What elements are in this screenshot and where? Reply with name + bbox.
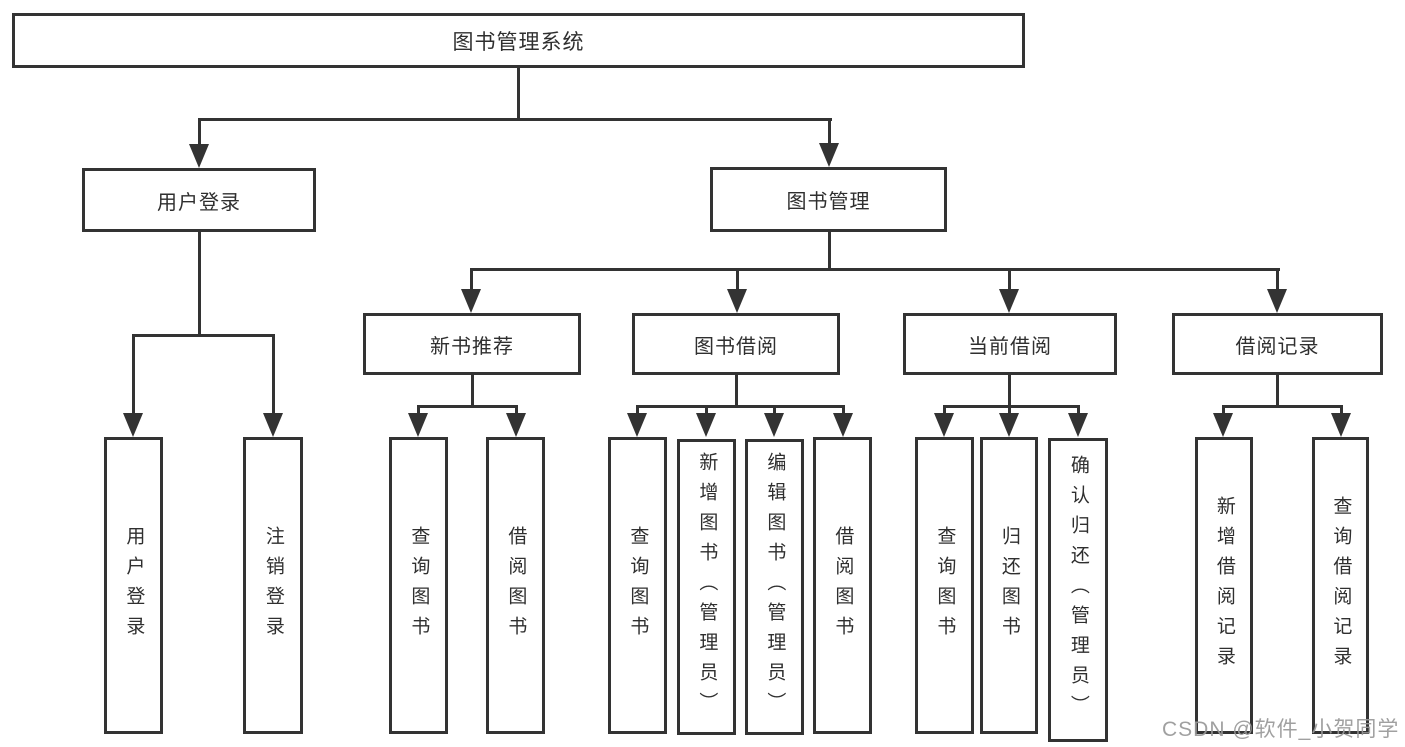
arrowhead-down-icon: [506, 413, 526, 437]
leaf-return-books-label: 归还图书: [998, 525, 1020, 646]
connector-line: [842, 407, 845, 415]
arrowhead-down-icon: [627, 413, 647, 437]
connector-line: [132, 336, 135, 416]
connector-line: [198, 118, 201, 146]
connector-line: [1222, 407, 1225, 415]
arrowhead-down-icon: [1267, 289, 1287, 313]
connector-line: [471, 375, 474, 408]
leaf-query-books-recommend-label: 查询图书: [408, 525, 430, 646]
connector-line: [705, 407, 708, 415]
arrowhead-down-icon: [189, 144, 209, 168]
connector-line: [943, 405, 1080, 408]
node-library-system: 图书管理系统: [12, 13, 1025, 68]
connector-line: [517, 68, 520, 119]
leaf-borrow-books-recommend: 借阅图书: [486, 437, 545, 734]
leaf-logout: 注销登录: [243, 437, 303, 734]
connector-line: [1276, 270, 1279, 292]
arrowhead-down-icon: [999, 289, 1019, 313]
leaf-add-books-admin-label: 新增图书（管理员）: [696, 452, 718, 722]
connector-line: [132, 334, 275, 337]
leaf-add-borrow-record-label: 新增借阅记录: [1213, 495, 1235, 676]
arrowhead-down-icon: [461, 289, 481, 313]
connector-line: [1008, 375, 1011, 408]
leaf-user-login-label: 用户登录: [123, 525, 145, 646]
node-borrowing-records-label: 借阅记录: [1235, 335, 1320, 358]
connector-line: [198, 118, 832, 121]
leaf-query-books-borrowing: 查询图书: [608, 437, 667, 734]
leaf-add-books-admin: 新增图书（管理员）: [677, 439, 736, 735]
leaf-logout-label: 注销登录: [262, 525, 284, 646]
arrowhead-down-icon: [123, 413, 143, 437]
connector-line: [828, 232, 831, 271]
arrowhead-down-icon: [696, 413, 716, 437]
arrowhead-down-icon: [764, 413, 784, 437]
node-book-management: 图书管理: [710, 167, 947, 232]
leaf-return-books: 归还图书: [980, 437, 1038, 734]
leaf-query-books-current-label: 查询图书: [934, 525, 956, 646]
node-borrowing-records: 借阅记录: [1172, 313, 1383, 375]
connector-line: [198, 232, 201, 337]
connector-line: [470, 270, 473, 292]
connector-line: [1008, 407, 1011, 415]
connector-line: [417, 405, 518, 408]
node-user-login: 用户登录: [82, 168, 316, 232]
connector-line: [1276, 375, 1279, 408]
leaf-query-books-recommend: 查询图书: [389, 437, 448, 734]
leaf-borrow-books: 借阅图书: [813, 437, 872, 734]
leaf-add-borrow-record: 新增借阅记录: [1195, 437, 1253, 734]
connector-line: [515, 407, 518, 415]
connector-line: [1077, 407, 1080, 415]
leaf-query-borrow-record: 查询借阅记录: [1312, 437, 1369, 734]
connector-line: [1340, 407, 1343, 415]
csdn-watermark: CSDN @软件_小贺同学: [1162, 718, 1400, 741]
arrowhead-down-icon: [408, 413, 428, 437]
node-user-login-label: 用户登录: [157, 191, 241, 214]
leaf-confirm-return-admin: 确认归还（管理员）: [1048, 438, 1108, 742]
node-current-borrowing: 当前借阅: [903, 313, 1117, 375]
leaf-confirm-return-admin-label: 确认归还（管理员）: [1067, 455, 1089, 725]
connector-line: [272, 336, 275, 416]
arrowhead-down-icon: [819, 143, 839, 167]
arrowhead-down-icon: [999, 413, 1019, 437]
arrowhead-down-icon: [1213, 413, 1233, 437]
connector-line: [470, 268, 1280, 271]
connector-line: [735, 375, 738, 408]
leaf-query-books-current: 查询图书: [915, 437, 974, 734]
connector-line: [1222, 405, 1343, 408]
arrowhead-down-icon: [1068, 413, 1088, 437]
node-book-borrowing-label: 图书借阅: [694, 335, 778, 358]
node-library-system-label: 图书管理系统: [452, 30, 585, 54]
connector-line: [1008, 270, 1011, 292]
node-new-book-recommendation: 新书推荐: [363, 313, 581, 375]
node-current-borrowing-label: 当前借阅: [968, 335, 1052, 358]
leaf-borrow-books-recommend-label: 借阅图书: [505, 525, 527, 646]
connector-line: [636, 407, 639, 415]
connector-line: [943, 407, 946, 415]
arrowhead-down-icon: [263, 413, 283, 437]
leaf-edit-books-admin-label: 编辑图书（管理员）: [764, 452, 786, 722]
node-book-management-label: 图书管理: [786, 191, 871, 213]
leaf-query-books-borrowing-label: 查询图书: [627, 525, 649, 646]
node-new-book-recommendation-label: 新书推荐: [430, 335, 514, 358]
node-book-borrowing: 图书借阅: [632, 313, 840, 375]
connector-line: [828, 118, 831, 146]
leaf-user-login: 用户登录: [104, 437, 163, 734]
connector-line: [636, 405, 845, 408]
connector-line: [736, 270, 739, 292]
arrowhead-down-icon: [833, 413, 853, 437]
arrowhead-down-icon: [727, 289, 747, 313]
connector-line: [417, 407, 420, 415]
leaf-borrow-books-label: 借阅图书: [832, 525, 854, 646]
connector-line: [773, 407, 776, 415]
arrowhead-down-icon: [934, 413, 954, 437]
arrowhead-down-icon: [1331, 413, 1351, 437]
leaf-query-borrow-record-label: 查询借阅记录: [1330, 495, 1352, 676]
leaf-edit-books-admin: 编辑图书（管理员）: [745, 439, 804, 735]
